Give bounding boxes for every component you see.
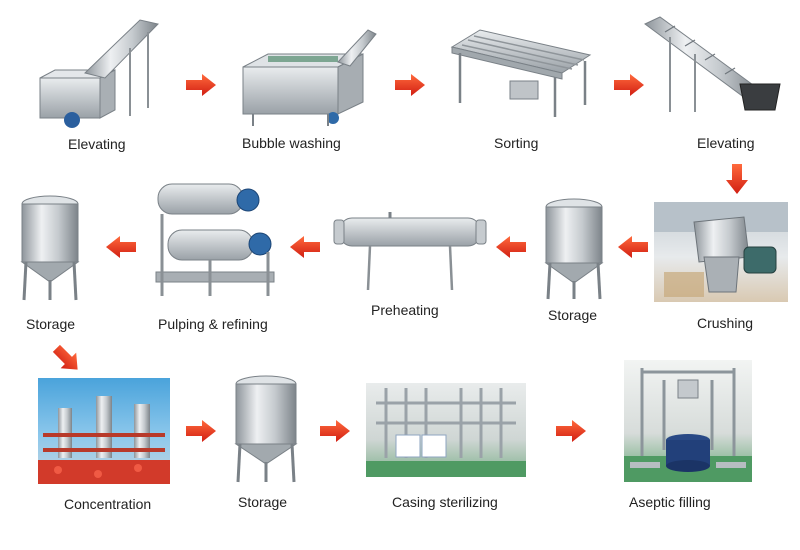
storage-tank-illustration: [544, 198, 604, 300]
sterilizer-photo: [366, 383, 526, 477]
flow-arrow-left: [106, 236, 136, 258]
flow-arrow-down: [726, 164, 748, 194]
step-label: Elevating: [697, 135, 755, 151]
step-label: Pulping & refining: [158, 316, 268, 332]
storage-tank-illustration: [234, 375, 298, 483]
step-label: Aseptic filling: [629, 494, 711, 510]
elevator-conveyor-illustration: [644, 16, 781, 112]
step-label: Casing sterilizing: [392, 494, 498, 510]
step-label: Storage: [238, 494, 288, 510]
step-label: Elevating: [68, 136, 126, 152]
flow-arrow-right: [320, 420, 350, 442]
elevator-conveyor-illustration: [39, 19, 159, 128]
step-label: Crushing: [697, 315, 754, 331]
concentrator-photo: [38, 378, 170, 484]
flow-arrow-right: [186, 74, 216, 96]
pulper-illustration: [155, 183, 275, 296]
step-label: Sorting: [494, 135, 539, 151]
flow-arrow-left: [290, 236, 320, 258]
flow-arrow-down-right: [52, 344, 78, 370]
flow-arrow-right: [395, 74, 425, 96]
crusher-photo: [654, 202, 788, 302]
step-label: Storage: [548, 307, 598, 323]
preheater-illustration: [333, 212, 487, 291]
bubble-washer-illustration: [242, 29, 377, 126]
sorting-table-illustration: [450, 29, 592, 117]
step-label: Storage: [26, 316, 76, 332]
flow-arrow-left: [496, 236, 526, 258]
flow-arrow-right: [556, 420, 586, 442]
flow-arrow-right: [186, 420, 216, 442]
flow-arrow-left: [618, 236, 648, 258]
aseptic-filler-photo: [624, 360, 752, 482]
flow-arrow-right: [614, 74, 644, 96]
step-label: Bubble washing: [242, 135, 341, 151]
storage-tank-illustration: [20, 195, 80, 301]
step-label: Preheating: [371, 302, 439, 318]
step-label: Concentration: [64, 496, 152, 512]
